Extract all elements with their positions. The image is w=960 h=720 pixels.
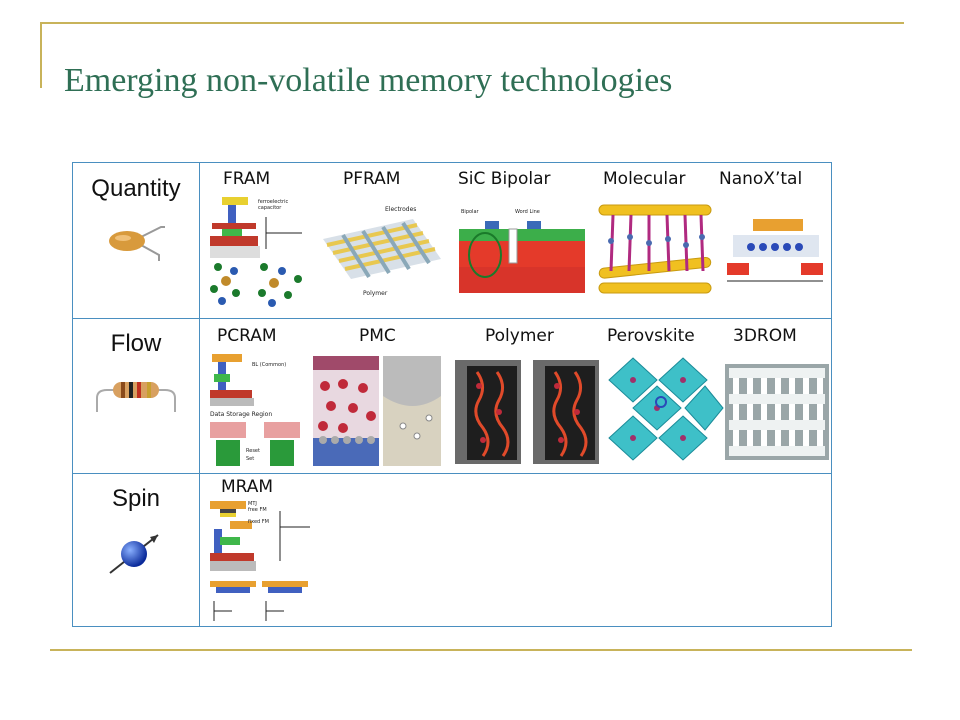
tech-label: FRAM [223,169,271,189]
svg-text:free FM: free FM [248,507,267,513]
top-rule [40,22,904,24]
row-flow: Flow PCRAM PMC Polymer Perovskite 3DROM [73,318,831,474]
category-label: Quantity [91,175,181,202]
svg-text:Electrodes: Electrodes [385,206,416,213]
svg-text:Word Line: Word Line [515,209,540,215]
svg-text:Set: Set [246,456,254,462]
tech-label: MRAM [221,477,274,497]
resistor-icon [96,382,176,412]
slide-title: Emerging non-volatile memory technologie… [64,62,673,99]
category-cell-flow: Flow [73,318,199,414]
svg-text:ferroelectric: ferroelectric [258,199,289,205]
tech-label: Perovskite [607,326,695,346]
svg-text:MTJ: MTJ [248,501,257,507]
tech-label: 3DROM [733,326,797,346]
category-cell-quantity: Quantity [73,163,199,263]
technology-table: Quantity FRAM PFRAM SiC Bipolar Molecula… [72,162,832,627]
svg-text:Data Storage Region: Data Storage Region [210,411,272,418]
fram-diagram-image: ferroelectric capacitor [206,193,308,311]
bottom-rule [50,649,912,651]
pfram-crossbar-image: Electrodes Polymer [323,206,441,297]
tech-label: PCRAM [217,326,277,346]
capacitor-icon [109,226,165,261]
spin-sphere-icon [109,534,159,574]
mram-diagram-image: MTJ free FM fixed FM [206,497,316,625]
svg-text:Reset: Reset [246,448,260,454]
nanocrystal-image [723,211,827,295]
column-divider [199,163,200,626]
sic-bipolar-image: Bipolar Word Line [455,203,587,299]
tech-label: NanoX’tal [719,169,803,189]
3drom-image [725,364,829,460]
category-label: Spin [111,485,161,512]
polymer-image [455,360,599,464]
tech-label: SiC Bipolar [458,169,551,189]
svg-text:Bipolar: Bipolar [461,209,480,215]
tech-label: Polymer [485,326,554,346]
category-cell-spin: Spin [73,473,199,579]
row-spin: Spin MRAM [73,473,831,626]
pcram-diagram-image: BL (Common) Data Storage Region Reset Se… [206,352,310,470]
molecular-image [598,204,712,294]
svg-text:fixed FM: fixed FM [248,519,269,525]
svg-text:capacitor: capacitor [258,205,282,211]
svg-text:BL (Common): BL (Common) [252,362,286,368]
left-rule [40,22,42,88]
category-label: Flow [110,330,162,357]
row-quantity: Quantity FRAM PFRAM SiC Bipolar Molecula… [73,163,831,319]
tech-label: Molecular [603,169,686,189]
tech-label: PMC [359,326,396,346]
perovskite-image [608,357,724,461]
tech-label: PFRAM [343,169,401,189]
svg-text:Polymer: Polymer [363,290,388,297]
pmc-diagram-image [313,356,441,466]
